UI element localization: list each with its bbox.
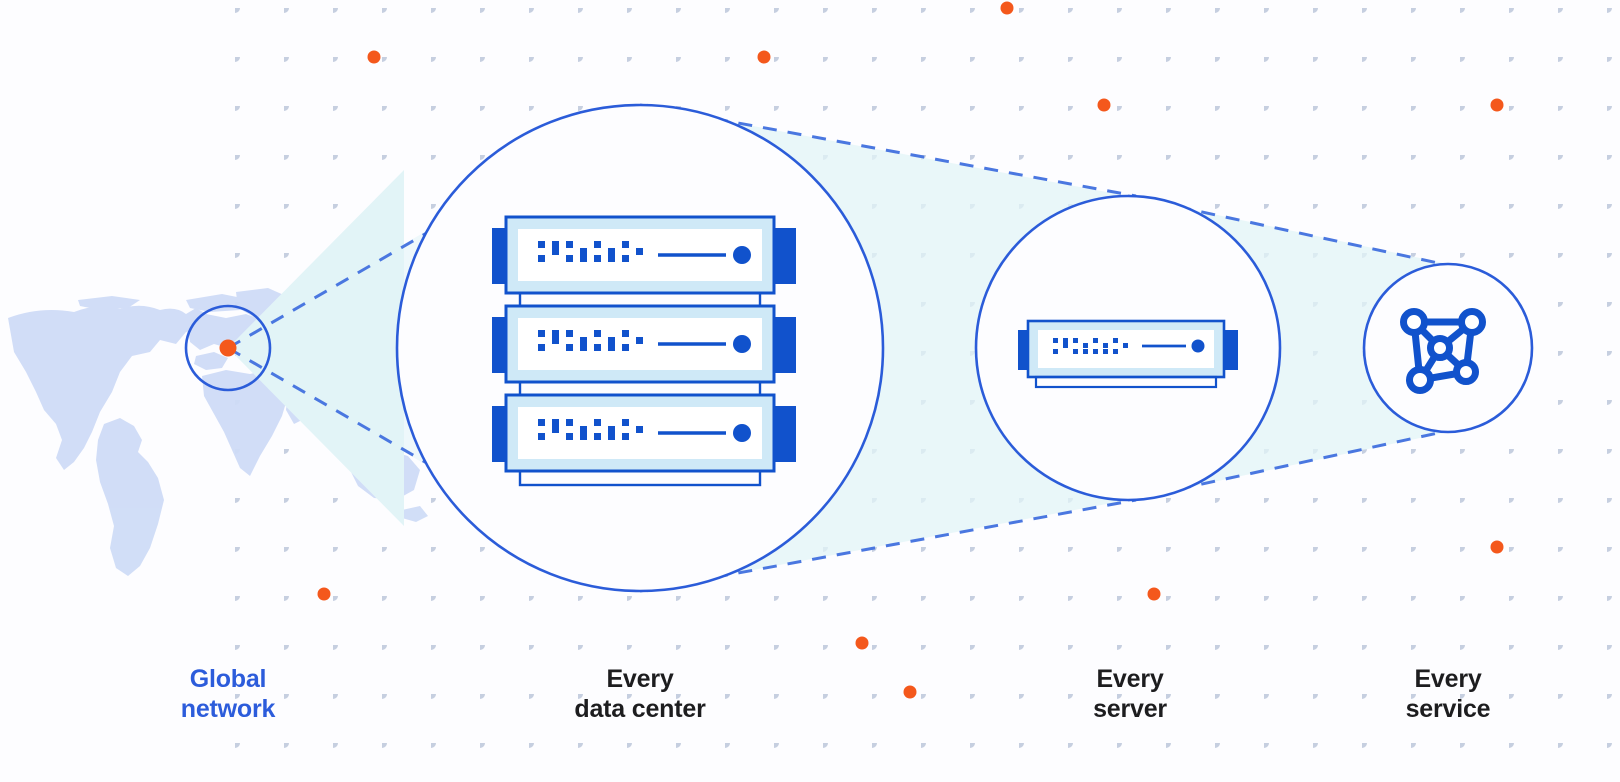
accent-dot [1147, 587, 1161, 601]
accent-dot [757, 50, 771, 64]
accent-dot [1490, 540, 1504, 554]
stage-server[interactable] [974, 194, 1282, 502]
server-led-grid [538, 330, 643, 351]
label-every-server: Every server [1093, 665, 1167, 723]
label-every-service: Every service [1405, 665, 1491, 723]
accent-dot [1097, 98, 1111, 112]
server-led-grid [538, 419, 643, 440]
label-global-network: Global network [180, 665, 276, 723]
single-server-unit [1018, 319, 1238, 389]
network-node-dots [1400, 308, 1486, 394]
stage-data-center[interactable] [395, 103, 885, 593]
accent-dot [1490, 98, 1504, 112]
accent-dot-group [317, 1, 1504, 699]
server-led-grid [538, 241, 643, 262]
server-unit-1 [492, 215, 796, 295]
accent-dot [367, 50, 381, 64]
accent-dot [903, 685, 917, 699]
label-every-data-center: Every data center [574, 665, 706, 723]
accent-dot [855, 636, 869, 650]
stage-global-network[interactable] [184, 304, 272, 392]
server-base [1034, 375, 1218, 389]
server-led-grid [1053, 338, 1128, 354]
stage-service[interactable] [1362, 262, 1534, 434]
globe-highlight-circle [184, 304, 272, 392]
accent-dot [1000, 1, 1014, 15]
rack-base [518, 469, 762, 487]
accent-dot [317, 587, 331, 601]
server-unit-2 [492, 304, 796, 384]
globe-location-pin-icon [219, 339, 237, 357]
server-unit-3 [492, 393, 796, 473]
